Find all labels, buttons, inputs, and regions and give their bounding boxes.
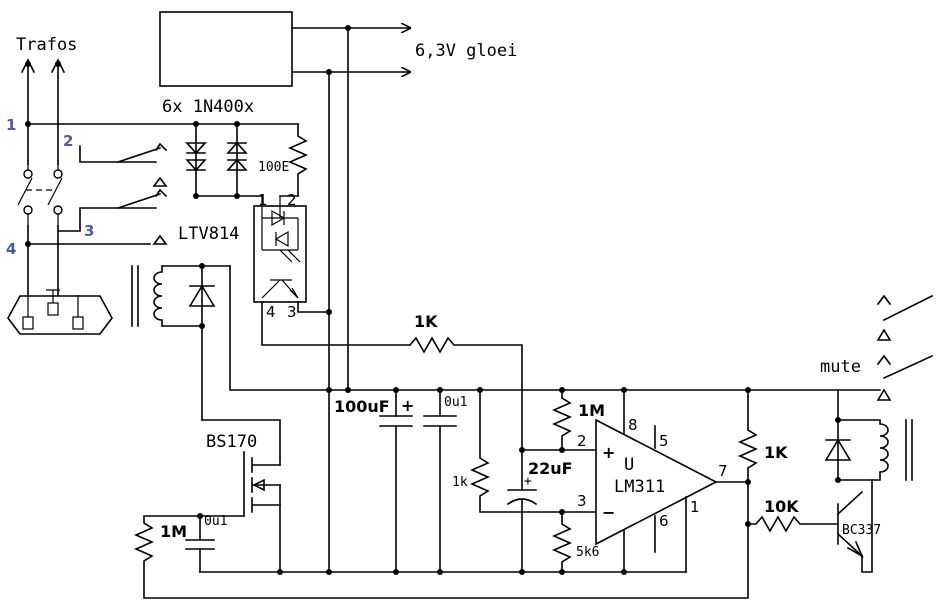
terminal-3: 3 xyxy=(84,222,94,240)
terminal-4: 4 xyxy=(6,240,16,258)
mosfet-label: BS170 xyxy=(206,432,257,452)
ic-pin-7: 7 xyxy=(718,462,728,480)
opto-pin-3: 3 xyxy=(287,303,297,321)
relay-coil-left xyxy=(131,263,231,421)
diode-pair-2 xyxy=(226,123,248,197)
capacitor-22uf xyxy=(506,449,538,573)
opto-pin-2: 2 xyxy=(287,191,297,209)
mains-plug xyxy=(7,289,113,335)
capacitor-22uf-label: 22uF xyxy=(528,459,573,478)
resistor-1m-gate-label: 1M xyxy=(160,522,187,541)
capacitor-100uf-label: 100uF xyxy=(334,397,390,416)
opto-label: LTV814 xyxy=(178,224,239,244)
resistor-100e-label: 100E xyxy=(258,160,289,175)
diode-pair-1 xyxy=(185,123,207,197)
relay-coil-right xyxy=(824,389,913,483)
relay-contacts-left xyxy=(116,142,168,245)
ic-pin-3: 3 xyxy=(577,492,587,510)
rectifier-label: 6x 1N400x xyxy=(162,97,254,117)
resistor-10k-label: 10K xyxy=(764,497,799,516)
ic-name-label: LM311 xyxy=(614,477,665,497)
rectifier-block xyxy=(159,11,293,87)
ic-pin-plus: + xyxy=(602,443,615,462)
mute-label: mute xyxy=(820,357,861,377)
ic-pin-minus: − xyxy=(602,503,615,522)
transistor-label: BC337 xyxy=(842,523,881,538)
capacitor-0u1 xyxy=(423,389,457,573)
ic-pin-1: 1 xyxy=(690,498,700,516)
capacitor-gate-label: 0u1 xyxy=(204,514,227,529)
resistor-1k-top-label: 1K xyxy=(414,312,438,331)
terminal-1: 1 xyxy=(6,116,16,134)
capacitor-gate xyxy=(185,515,215,573)
capacitor-100uf-plus: + xyxy=(401,396,414,415)
resistor-100e xyxy=(288,123,308,197)
optocoupler xyxy=(253,196,307,303)
ic-pin-5: 5 xyxy=(659,432,669,450)
resistor-1k-out-label: 1K xyxy=(764,443,788,462)
opto-pin-1: 1 xyxy=(258,191,268,209)
mosfet-bs170 xyxy=(199,419,281,573)
capacitor-100uf xyxy=(379,389,413,573)
mute-relay-contacts xyxy=(876,294,934,401)
capacitor-0u1-label: 0u1 xyxy=(444,395,467,410)
comparator-lm311 xyxy=(595,389,749,573)
ic-pin-8: 8 xyxy=(628,416,638,434)
opto-pin-4: 4 xyxy=(266,303,276,321)
transistor-bc337 xyxy=(836,479,873,573)
ic-pin-6: 6 xyxy=(659,512,669,530)
capacitor-22uf-plus: + xyxy=(524,474,532,489)
terminal-2: 2 xyxy=(63,132,73,150)
resistor-1m-pos-label: 1M xyxy=(578,401,605,420)
ic-u-label: U xyxy=(624,455,634,475)
ic-pin-2: 2 xyxy=(577,432,587,450)
glow-voltage-label: 6,3V gloei xyxy=(415,41,517,61)
trafos-label: Trafos xyxy=(16,35,77,55)
resistor-1k-small-label: 1k xyxy=(452,475,468,490)
power-switch xyxy=(17,160,68,228)
resistor-5k6-label: 5k6 xyxy=(576,545,599,560)
